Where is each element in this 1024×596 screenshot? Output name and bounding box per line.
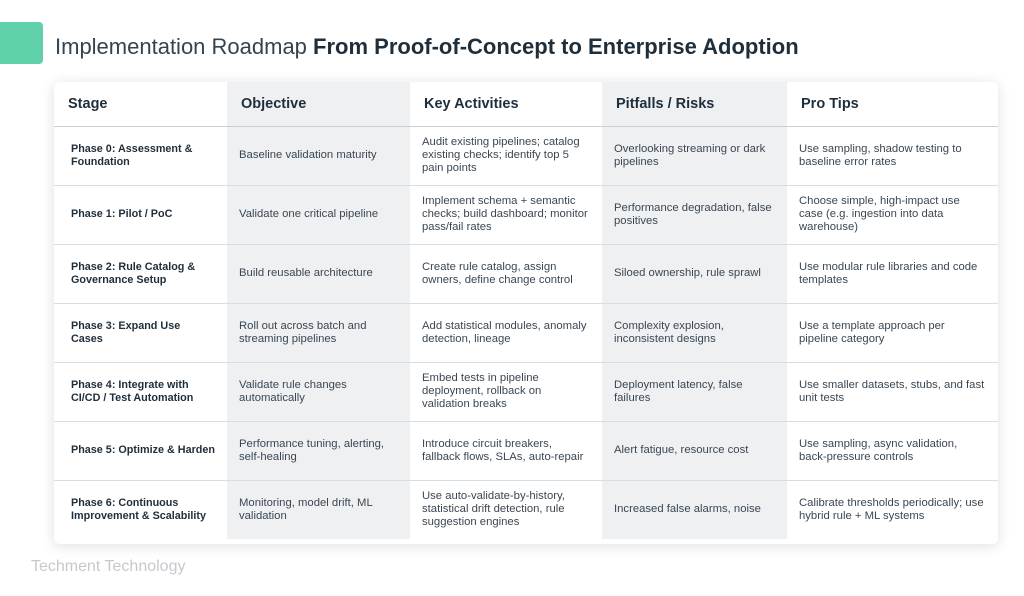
cell-pro-tips: Use sampling, async validation, back-pre… [787, 421, 998, 481]
table-row: Phase 4: Integrate with CI/CD / Test Aut… [54, 362, 998, 422]
table-row: Phase 0: Assessment & Foundation Baselin… [54, 126, 998, 186]
header-objective: Objective [227, 82, 410, 127]
cell-key-activities: Introduce circuit breakers, fallback flo… [410, 421, 602, 481]
cell-pro-tips: Calibrate thresholds periodically; use h… [799, 496, 984, 522]
cell-key-activities: Create rule catalog, assign owners, defi… [410, 244, 602, 304]
header-stage: Stage [54, 82, 227, 127]
cell-objective: Baseline validation maturity [227, 126, 410, 186]
cell-objective: Roll out across batch and streaming pipe… [227, 303, 410, 363]
cell-pro-tips: Choose simple, high-impact use case (e.g… [787, 185, 998, 245]
table-row: Phase 2: Rule Catalog & Governance Setup… [54, 244, 998, 304]
cell-pitfalls-risks: Complexity explosion, inconsistent desig… [602, 303, 787, 363]
roadmap-table: Stage Objective Key Activities Pitfalls … [54, 82, 998, 539]
title-bold: From Proof-of-Concept to Enterprise Adop… [313, 34, 799, 59]
cell-stage: Phase 1: Pilot / PoC [54, 185, 227, 245]
header-pro-tips: Pro Tips [787, 82, 998, 127]
cell-stage: Phase 4: Integrate with CI/CD / Test Aut… [54, 362, 227, 422]
header-key-activities: Key Activities [410, 82, 602, 127]
cell-pro-tips: Use smaller datasets, stubs, and fast un… [787, 362, 998, 422]
table-row: Phase 3: Expand Use Cases Roll out acros… [54, 303, 998, 363]
cell-pro-tips: Use modular rule libraries and code temp… [787, 244, 998, 304]
footer-watermark: Techment Technology [31, 558, 186, 575]
cell-pro-tips: Use a template approach per pipeline cat… [787, 303, 998, 363]
cell-stage: Phase 3: Expand Use Cases [54, 303, 227, 363]
table-row: Phase 6: Continuous Improvement & Scalab… [54, 480, 998, 539]
cell-pitfalls-risks: Deployment latency, false failures [602, 362, 787, 422]
cell-objective: Build reusable architecture [227, 244, 410, 304]
cell-stage: Phase 5: Optimize & Harden [54, 421, 227, 481]
header-row: Stage Objective Key Activities Pitfalls … [54, 82, 998, 127]
cell-objective: Validate rule changes automatically [227, 362, 410, 422]
cell-objective: Validate one critical pipeline [227, 185, 410, 245]
header-pitfalls-risks: Pitfalls / Risks [602, 82, 787, 127]
cell-key-activities: Use auto-validate-by-history, statistica… [422, 490, 565, 529]
cell-key-activities: Audit existing pipelines; catalog existi… [410, 126, 602, 186]
cell-objective: Monitoring, model drift, ML validation [227, 480, 410, 539]
table-row: Phase 5: Optimize & Harden Performance t… [54, 421, 998, 481]
page-title: Implementation Roadmap From Proof-of-Con… [55, 32, 799, 62]
accent-tab [0, 22, 43, 64]
cell-objective: Performance tuning, alerting, self-heali… [227, 421, 410, 481]
cell-stage: Phase 6: Continuous Improvement & Scalab… [71, 496, 207, 522]
cell-key-activities: Implement schema + semantic checks; buil… [410, 185, 602, 245]
cell-pitfalls-risks: Siloed ownership, rule sprawl [602, 244, 787, 304]
cell-stage: Phase 0: Assessment & Foundation [54, 126, 227, 186]
cell-key-activities: Add statistical modules, anomaly detecti… [410, 303, 602, 363]
cell-stage: Phase 2: Rule Catalog & Governance Setup [54, 244, 227, 304]
table-row: Phase 1: Pilot / PoC Validate one critic… [54, 185, 998, 245]
cell-pitfalls-risks: Alert fatigue, resource cost [602, 421, 787, 481]
title-light: Implementation Roadmap [55, 34, 307, 59]
cell-pitfalls-risks: Overlooking streaming or dark pipelines [602, 126, 787, 186]
cell-pitfalls-risks: Performance degradation, false positives [602, 185, 787, 245]
cell-key-activities: Embed tests in pipeline deployment, roll… [410, 362, 602, 422]
cell-pitfalls-risks: Increased false alarms, noise [602, 480, 787, 539]
cell-pro-tips: Use sampling, shadow testing to baseline… [787, 126, 998, 186]
roadmap-table-card: Stage Objective Key Activities Pitfalls … [54, 82, 998, 544]
